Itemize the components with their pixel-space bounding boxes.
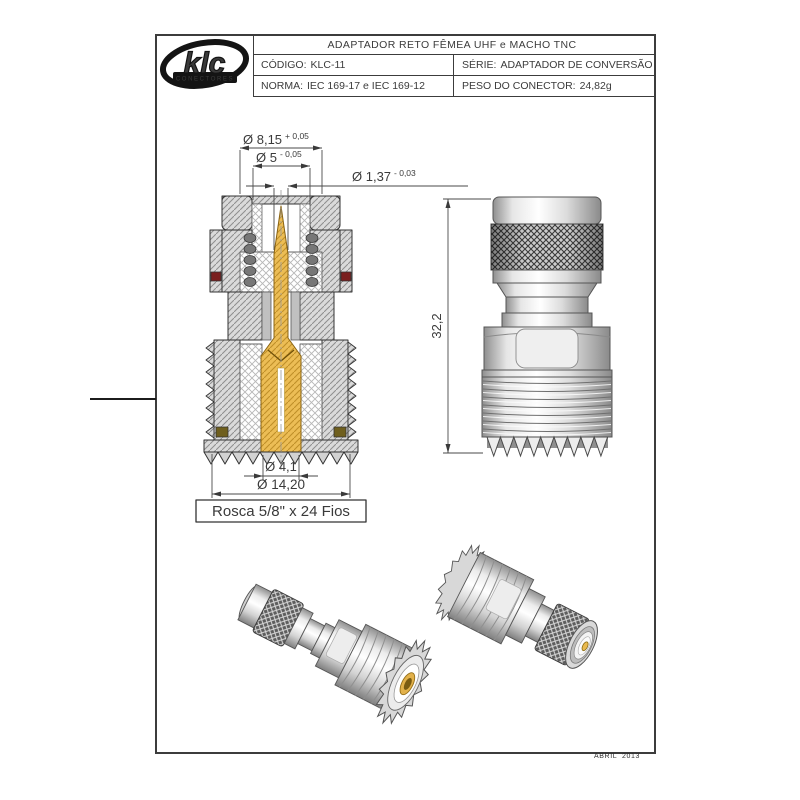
render-uhf-front bbox=[237, 583, 433, 725]
ptfe-insulator-bottom-left bbox=[239, 343, 263, 441]
dimension-lines-top bbox=[239, 147, 468, 250]
render-gold-pin bbox=[581, 641, 589, 652]
codigo-label: CÓDIGO: bbox=[261, 59, 307, 71]
center-mark bbox=[90, 398, 156, 400]
document-title-text: ADAPTADOR RETO FÊMEA UHF e MACHO TNC bbox=[327, 39, 577, 51]
external-thread-right bbox=[347, 341, 357, 439]
ptfe-insulator-bottom-right bbox=[299, 343, 323, 441]
dim-label-d1420: Ø 14,20 bbox=[257, 477, 305, 492]
norma-value: IEC 169-17 e IEC 169-12 bbox=[307, 80, 425, 92]
dimension-lines-side bbox=[443, 198, 491, 454]
field-codigo: CÓDIGO: KLC-11 bbox=[254, 55, 454, 76]
field-peso: PESO DO CONECTOR: 24,82g bbox=[454, 76, 654, 97]
dim-label-length: 32,2 bbox=[429, 313, 444, 338]
codigo-value: KLC-11 bbox=[310, 59, 346, 71]
serrated-edge-section bbox=[203, 451, 359, 465]
dim-label-d137: Ø 1,37- 0,03 bbox=[352, 168, 416, 184]
neck bbox=[505, 296, 589, 314]
uhf-body-left bbox=[213, 339, 241, 441]
seal-right bbox=[333, 426, 347, 438]
dimension-arrows-top bbox=[240, 145, 322, 189]
drawing-border bbox=[155, 34, 656, 754]
external-thread-left bbox=[205, 341, 215, 439]
klc-logo: klc CONECTORES bbox=[157, 36, 254, 97]
uhf-body-right bbox=[321, 339, 349, 441]
gasket-left bbox=[210, 271, 222, 282]
thread-note-box bbox=[195, 499, 367, 523]
tnc-cap bbox=[492, 196, 602, 225]
serie-value: ADAPTADOR DE CONVERSÃO bbox=[500, 59, 653, 71]
klc-logo-graphic: klc CONECTORES bbox=[159, 39, 250, 89]
logo-subtitle-text: CONECTORES bbox=[176, 77, 234, 83]
dim-label-d815: Ø 8,15+ 0,05 bbox=[243, 131, 309, 147]
peso-value: 24,82g bbox=[579, 80, 612, 92]
thread-note-text: Rosca 5/8" x 24 Fios bbox=[212, 503, 350, 520]
field-serie: SÉRIE: ADAPTADOR DE CONVERSÃO bbox=[454, 55, 654, 76]
field-norma: NORMA: IEC 169-17 e IEC 169-12 bbox=[254, 76, 454, 97]
dim-label-d5: Ø 5- 0,05 bbox=[256, 149, 302, 165]
dim-label-d41: Ø 4,1 bbox=[265, 459, 297, 474]
dimension-lines-bottom bbox=[211, 454, 351, 498]
tnc-cap-right bbox=[309, 195, 341, 231]
norma-label: NORMA: bbox=[261, 80, 303, 92]
peso-label: PESO DO CONECTOR: bbox=[462, 80, 576, 92]
internal-threads bbox=[243, 233, 319, 287]
cross-section-view: Ø 8,15+ 0,05 Ø 5- 0,05 Ø 1,37- 0,03 Ø 4,… bbox=[195, 131, 468, 523]
side-view: 32,2 bbox=[429, 196, 613, 458]
seal-left bbox=[215, 426, 229, 438]
serie-label: SÉRIE: bbox=[462, 59, 497, 71]
serrated-edge-side bbox=[486, 435, 609, 458]
dimension-arrows-bottom bbox=[212, 473, 350, 497]
document-title: ADAPTADOR RETO FÊMEA UHF e MACHO TNC bbox=[254, 36, 654, 55]
render-tnc-face bbox=[565, 620, 598, 669]
gasket-right bbox=[340, 271, 352, 282]
tnc-cap-left bbox=[221, 195, 253, 231]
footer-date: ABRIL 2013 bbox=[594, 753, 641, 760]
dimension-arrows-side bbox=[445, 199, 451, 453]
render-tnc-front bbox=[434, 544, 598, 669]
hex-flat bbox=[515, 328, 579, 369]
title-block: klc CONECTORES ADAPTADOR RETO FÊMEA UHF … bbox=[157, 36, 654, 97]
logo-brand-text: klc bbox=[184, 47, 226, 80]
render-uhf-crown bbox=[375, 638, 433, 725]
uhf-threads bbox=[481, 376, 613, 438]
